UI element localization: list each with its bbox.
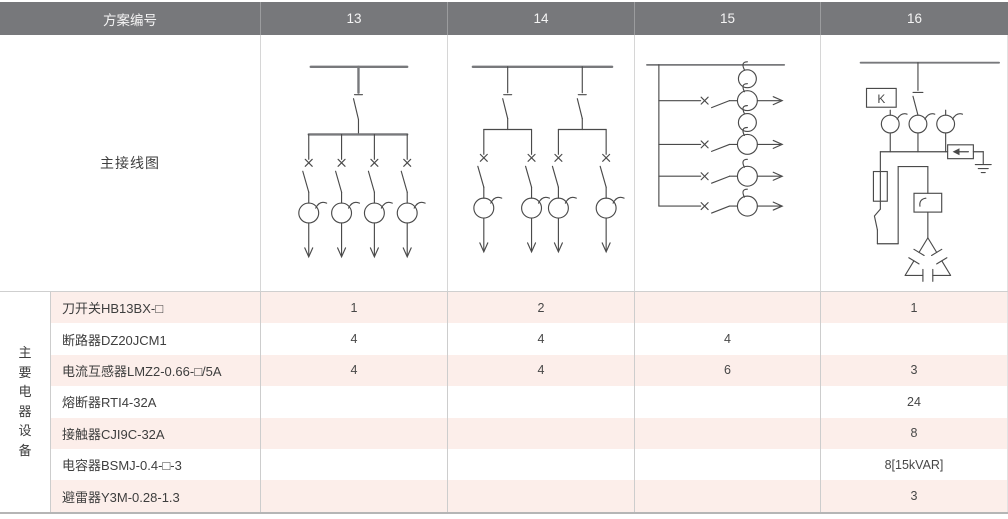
table-row-current-transformer: 电流互感器LMZ2-0.66-□/5A 4 4 6 3 bbox=[50, 354, 1008, 387]
switch-contact bbox=[873, 208, 881, 245]
equipment-name: 断路器DZ20JCM1 bbox=[50, 323, 260, 355]
table-row-capacitor: 电容器BSMJ-0.4-□-3 8[15kVAR] bbox=[50, 448, 1008, 481]
qty-16 bbox=[820, 323, 1008, 355]
k-box: K bbox=[865, 87, 897, 108]
equipment-rows: 刀开关HB13BX-□ 1 2 1 断路器DZ20JCM1 4 4 4 电流互感… bbox=[50, 292, 1008, 512]
knife-switch bbox=[912, 62, 924, 116]
qty-16: 3 bbox=[820, 354, 1008, 387]
table-row-knife-switch: 刀开关HB13BX-□ 1 2 1 bbox=[50, 292, 1008, 324]
qty-13: 4 bbox=[260, 323, 447, 355]
header-scheme-16: 16 bbox=[820, 2, 1008, 35]
table-row-fuse: 熔断器RTI4-32A 24 bbox=[50, 386, 1008, 418]
qty-14 bbox=[447, 386, 634, 418]
equipment-name: 接触器CJI9C-32A bbox=[50, 417, 260, 449]
table-row-circuit-breaker: 断路器DZ20JCM1 4 4 4 bbox=[50, 323, 1008, 355]
qty-14 bbox=[447, 417, 634, 449]
wiring-diagram-15 bbox=[634, 35, 820, 291]
knife-switch bbox=[352, 65, 364, 136]
qty-15 bbox=[634, 386, 820, 418]
surge-arrester bbox=[947, 144, 984, 165]
diagram-row: 主接线图 bbox=[0, 35, 1008, 292]
qty-14: 4 bbox=[447, 354, 634, 387]
header-scheme-label: 方案编号 bbox=[103, 12, 157, 28]
qty-15 bbox=[634, 480, 820, 512]
qty-16: 3 bbox=[820, 480, 1008, 512]
qty-13: 1 bbox=[260, 292, 447, 324]
qty-15 bbox=[634, 448, 820, 481]
current-transformer bbox=[880, 109, 908, 153]
table-row-contactor: 接触器CJI9C-32A 8 bbox=[50, 417, 1008, 449]
current-transformer-extra bbox=[737, 61, 757, 89]
contactor bbox=[913, 192, 943, 213]
wiring-diagram-14 bbox=[447, 35, 634, 291]
table-header-row: 方案编号 13 14 15 16 bbox=[0, 2, 1008, 35]
qty-14 bbox=[447, 480, 634, 512]
current-transformer bbox=[936, 109, 964, 153]
svg-text:K: K bbox=[877, 92, 885, 106]
qty-13: 4 bbox=[260, 354, 447, 387]
diagram-row-label: 主接线图 bbox=[100, 155, 160, 171]
knife-switch bbox=[502, 66, 513, 131]
wiring-diagram-16: K bbox=[820, 35, 1008, 291]
qty-16: 1 bbox=[820, 292, 1008, 324]
equipment-name: 电容器BSMJ-0.4-□-3 bbox=[50, 448, 260, 481]
equipment-name: 电流互感器LMZ2-0.66-□/5A bbox=[50, 354, 260, 387]
header-scheme-15: 15 bbox=[634, 2, 820, 35]
qty-13 bbox=[260, 448, 447, 481]
qty-16: 8[15kVAR] bbox=[820, 448, 1008, 481]
qty-13 bbox=[260, 417, 447, 449]
ground-symbol bbox=[974, 164, 992, 174]
equipment-section: 主要电器设备 刀开关HB13BX-□ 1 2 1 断路器DZ20JCM1 4 4… bbox=[0, 292, 1008, 514]
knife-switch bbox=[576, 66, 587, 131]
equipment-name: 避雷器Y3M-0.28-1.3 bbox=[50, 480, 260, 512]
qty-15 bbox=[634, 292, 820, 324]
qty-15: 4 bbox=[634, 323, 820, 355]
qty-13 bbox=[260, 386, 447, 418]
header-scheme-14: 14 bbox=[447, 2, 634, 35]
qty-14: 4 bbox=[447, 323, 634, 355]
qty-14: 2 bbox=[447, 292, 634, 324]
qty-16: 24 bbox=[820, 386, 1008, 418]
wiring-diagram-13 bbox=[260, 35, 447, 291]
qty-14 bbox=[447, 448, 634, 481]
header-scheme-13: 13 bbox=[260, 2, 447, 35]
delta-capacitor-bank bbox=[904, 237, 952, 282]
qty-13 bbox=[260, 480, 447, 512]
equipment-group-label-cell: 主要电器设备 bbox=[0, 292, 50, 512]
qty-16: 8 bbox=[820, 417, 1008, 449]
current-transformer-extra bbox=[737, 105, 757, 133]
current-transformer bbox=[908, 113, 936, 153]
equipment-name: 刀开关HB13BX-□ bbox=[50, 292, 260, 324]
equipment-name: 熔断器RTI4-32A bbox=[50, 386, 260, 418]
qty-15: 6 bbox=[634, 354, 820, 387]
fuse bbox=[872, 151, 888, 210]
qty-15 bbox=[634, 417, 820, 449]
equipment-group-label: 主要电器设备 bbox=[18, 345, 32, 458]
table-row-arrester: 避雷器Y3M-0.28-1.3 3 bbox=[50, 480, 1008, 512]
